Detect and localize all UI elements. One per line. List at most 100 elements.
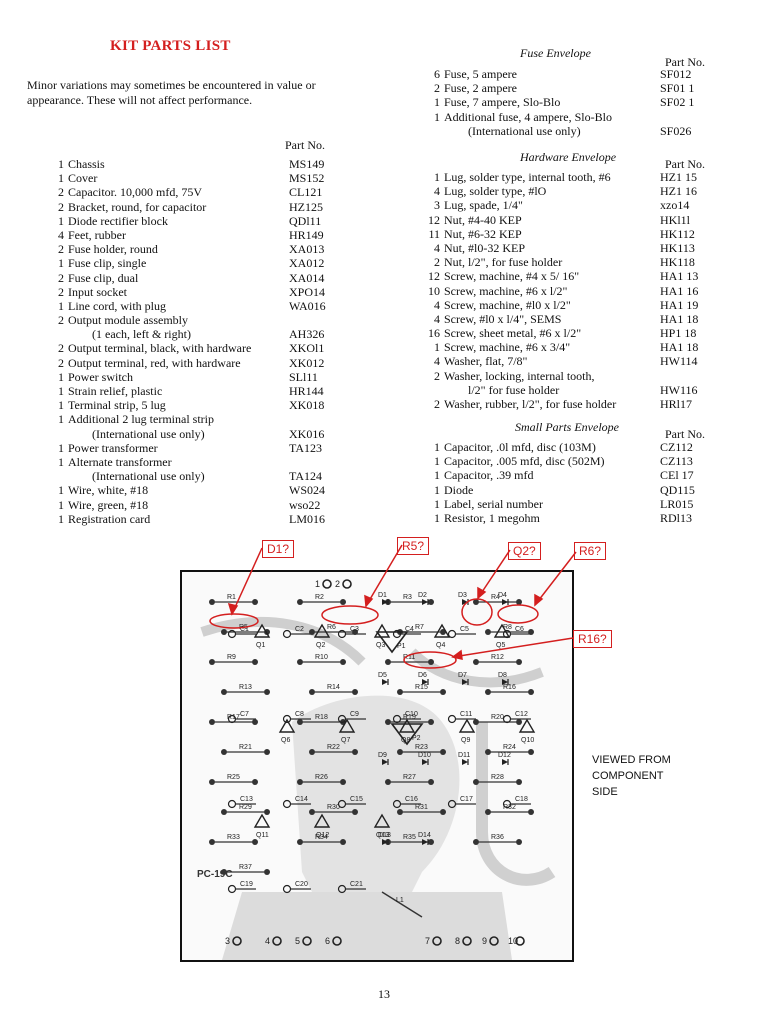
capacitor-pad bbox=[337, 884, 347, 894]
parts-number: CZ113 bbox=[660, 454, 693, 469]
capacitor-label: C21 bbox=[350, 881, 363, 888]
parts-number: HA1 13 bbox=[660, 269, 699, 284]
capacitor-pad bbox=[392, 799, 402, 809]
parts-number: HZ1 15 bbox=[660, 170, 697, 184]
parts-desc: Diode rectifier block bbox=[68, 213, 168, 228]
resistor-pad bbox=[516, 839, 522, 845]
resistor-pad bbox=[428, 659, 434, 665]
parts-desc: Wire, green, #18 bbox=[68, 497, 149, 512]
parts-qty: 11 bbox=[428, 226, 440, 241]
diode-label: D13 bbox=[378, 832, 391, 839]
parts-qty: 1 bbox=[58, 384, 64, 398]
parts-number: TA123 bbox=[289, 440, 323, 455]
callout-r16: R16? bbox=[573, 630, 612, 648]
intro-note: Minor variations may sometimes be encoun… bbox=[27, 78, 316, 107]
transistor-label: Q9 bbox=[461, 737, 470, 744]
transistor-label: Q10 bbox=[521, 737, 534, 744]
resistor-pad bbox=[209, 719, 215, 725]
transistor-symbol bbox=[253, 813, 271, 828]
small-parts-part-no-header: Part No. bbox=[665, 427, 705, 441]
resistor-label: R8 bbox=[503, 624, 512, 631]
transistor-label: Q3 bbox=[376, 642, 385, 649]
diode-symbol bbox=[502, 759, 508, 765]
parts-desc: Capacitor, .005 mfd, disc (502M) bbox=[444, 454, 605, 469]
resistor-pad bbox=[221, 629, 227, 635]
capacitor-label: C20 bbox=[295, 881, 308, 888]
parts-desc: Power transformer bbox=[68, 440, 158, 455]
resistor-pad bbox=[264, 689, 270, 695]
transistor-symbol bbox=[373, 623, 391, 638]
parts-desc: Fuse clip, dual bbox=[68, 270, 139, 285]
parts-desc: Chassis bbox=[68, 157, 105, 171]
transistor-label: Q4 bbox=[436, 642, 445, 649]
transistor-symbol bbox=[458, 718, 476, 733]
parts-desc: Power switch bbox=[68, 369, 133, 384]
terminal-label: 4 bbox=[265, 936, 270, 946]
parts-qty: 4 bbox=[434, 311, 440, 326]
resistor-pad bbox=[397, 689, 403, 695]
terminal-label: 5 bbox=[295, 936, 300, 946]
parts-qty: 1 bbox=[58, 369, 64, 384]
terminal-pad bbox=[272, 936, 282, 946]
resistor-label: R21 bbox=[239, 744, 252, 751]
capacitor-label: C15 bbox=[350, 796, 363, 803]
resistor-pad bbox=[252, 719, 258, 725]
resistor-pad bbox=[516, 779, 522, 785]
parts-number: WS024 bbox=[289, 483, 325, 498]
diode-label: D5 bbox=[378, 672, 387, 679]
parts-desc: Lug, spade, 1/4" bbox=[444, 198, 523, 213]
callout-r6: R6? bbox=[574, 542, 607, 560]
parts-number: AH326 bbox=[289, 327, 325, 342]
resistor-pad bbox=[397, 809, 403, 815]
pot-symbol bbox=[390, 723, 424, 746]
parts-desc: Resistor, 1 megohm bbox=[444, 510, 540, 525]
parts-number: RDl13 bbox=[660, 510, 693, 525]
terminal-label: 2 bbox=[335, 579, 340, 589]
resistor-pad bbox=[428, 719, 434, 725]
resistor-pad bbox=[309, 749, 315, 755]
terminal-pad bbox=[432, 936, 442, 946]
resistor-pad bbox=[528, 749, 534, 755]
diode-label: D3 bbox=[458, 592, 467, 599]
diode-label: D2 bbox=[418, 592, 427, 599]
transistor-symbol bbox=[373, 813, 391, 828]
parts-qty: 1 bbox=[58, 511, 64, 526]
parts-desc: Washer, rubber, l/2", for fuse holder bbox=[444, 397, 617, 411]
parts-number: HA1 16 bbox=[660, 283, 699, 298]
transistor-symbol bbox=[313, 813, 331, 828]
parts-qty: 2 bbox=[434, 255, 440, 270]
parts-qty: 1 bbox=[58, 398, 64, 413]
parts-desc: Output module assembly bbox=[68, 313, 188, 328]
parts-desc: Screw, machine, #4 x 5/ 16" bbox=[444, 269, 580, 284]
parts-qty: 1 bbox=[58, 412, 64, 427]
parts-desc: Fuse, 5 ampere bbox=[444, 67, 517, 81]
parts-number: XK012 bbox=[289, 355, 325, 370]
parts-number: XA014 bbox=[289, 270, 325, 285]
parts-number: SF026 bbox=[660, 123, 692, 138]
resistor-label: R19 bbox=[403, 714, 416, 721]
parts-number: SF012 bbox=[660, 67, 692, 81]
parts-desc: Line cord, with plug bbox=[68, 298, 166, 313]
parts-desc: Fuse clip, single bbox=[68, 256, 147, 271]
parts-qty: 1 bbox=[58, 171, 64, 186]
resistor-pad bbox=[485, 749, 491, 755]
resistor-label: R23 bbox=[415, 744, 428, 751]
diode-symbol bbox=[462, 759, 468, 765]
parts-qty: 4 bbox=[434, 240, 440, 255]
diode-label: D4 bbox=[498, 592, 507, 599]
resistor-pad bbox=[528, 689, 534, 695]
